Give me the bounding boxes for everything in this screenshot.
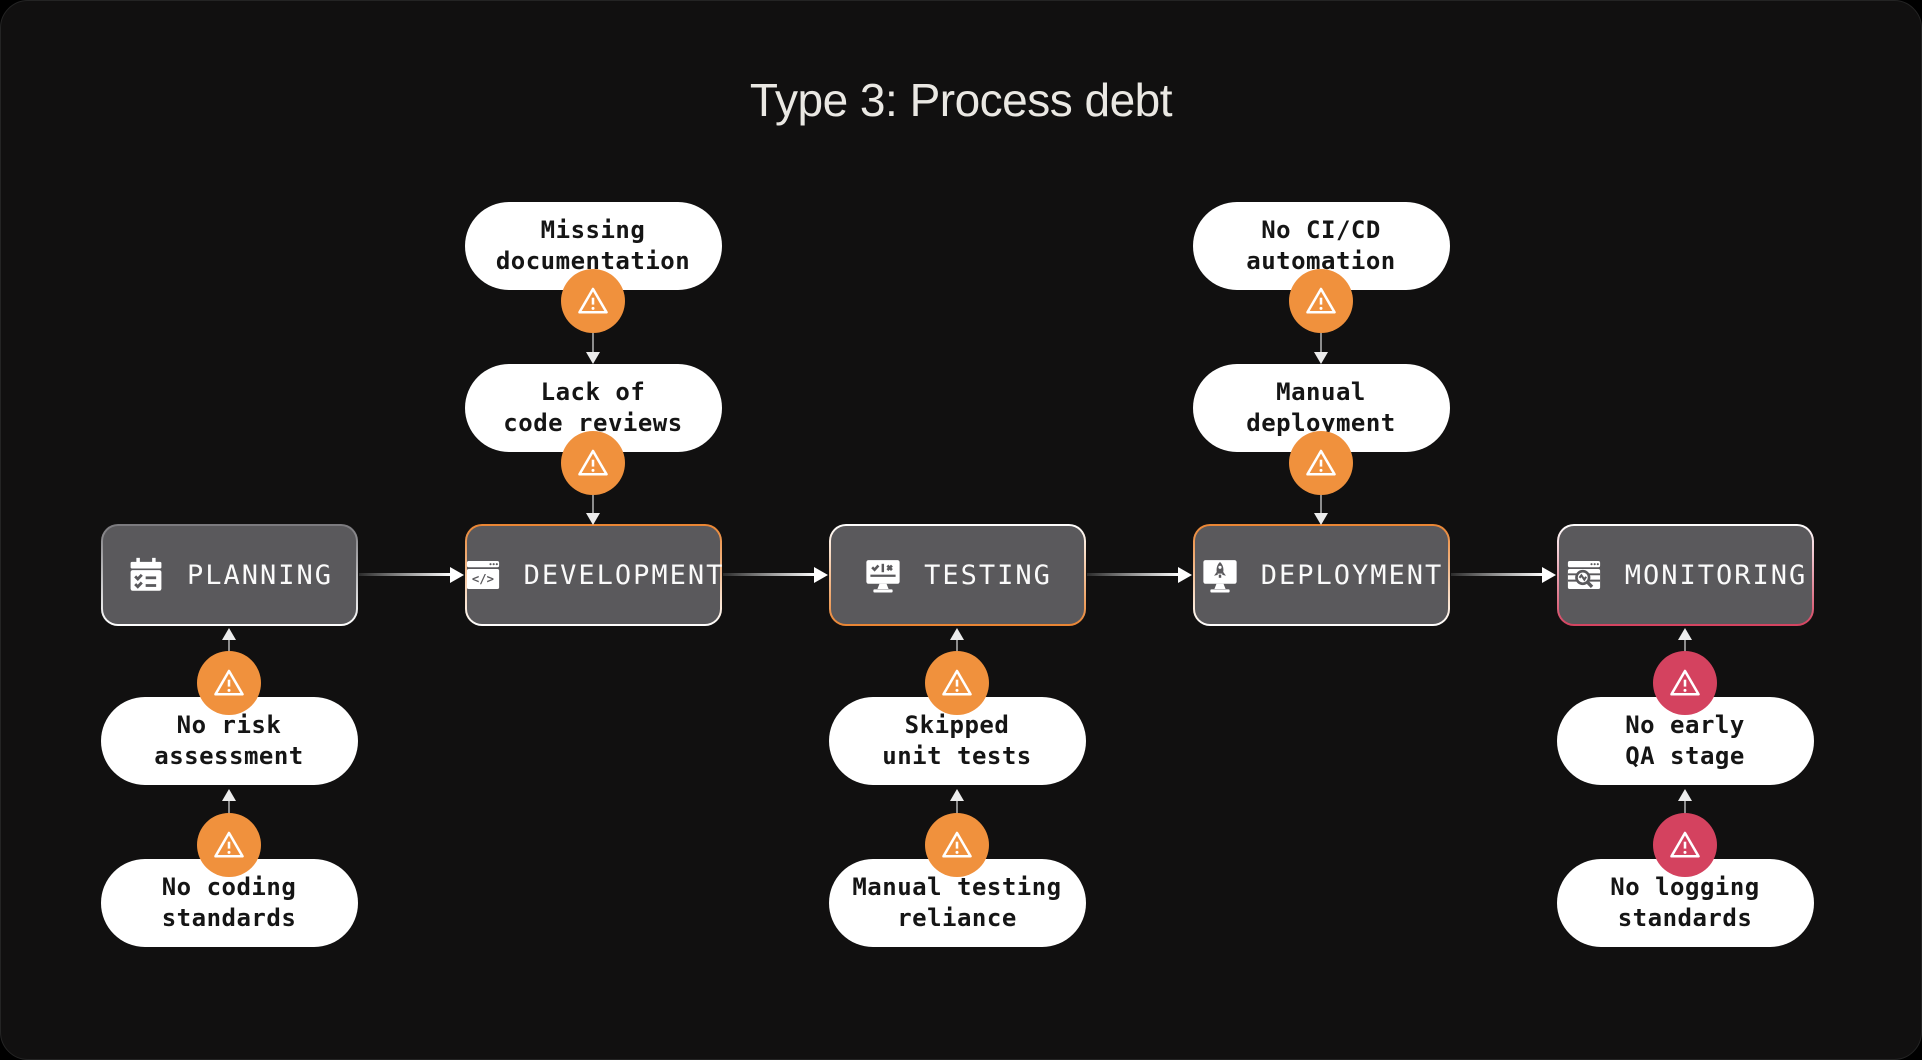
- issue-pill: No CI/CD automation: [1192, 202, 1450, 290]
- stage-box: </> DEVELOPMENT: [466, 526, 722, 624]
- issue-pill-label: Manual testing reliance: [852, 873, 1062, 932]
- warning-badge: [1289, 431, 1353, 495]
- svg-text:</>: </>: [472, 572, 494, 586]
- connector-line: [956, 799, 958, 815]
- issue-pill: Manual testing reliance: [828, 859, 1086, 947]
- warning-badge: [1653, 651, 1717, 715]
- stage-node-planning: PLANNING: [100, 524, 358, 626]
- connector-line: [228, 799, 230, 815]
- stage-box: PLANNING: [102, 526, 356, 624]
- warning-icon: [939, 827, 975, 863]
- arrowhead-right-icon: [1177, 567, 1192, 583]
- arrowhead-down-icon: [1314, 352, 1328, 364]
- stage-box: DEPLOYMENT: [1194, 526, 1448, 624]
- stage-box: MONITORING: [1558, 526, 1812, 624]
- connector-line: [1684, 799, 1686, 815]
- warning-icon: [1667, 665, 1703, 701]
- issue-pill-label: Manual deployment: [1246, 378, 1396, 437]
- stage-label: MONITORING: [1624, 559, 1808, 591]
- issue-pill: Skipped unit tests: [828, 697, 1086, 785]
- connector-line: [956, 638, 958, 653]
- warning-badge: [561, 269, 625, 333]
- stage-label: PLANNING: [186, 559, 334, 591]
- flow-arrow-line: [722, 573, 815, 576]
- arrowhead-up-icon: [222, 789, 236, 801]
- stage-node-deployment: DEPLOYMENT: [1192, 524, 1450, 626]
- issue-pill-label: No coding standards: [161, 873, 297, 932]
- connector-line: [1684, 638, 1686, 653]
- warning-badge: [197, 651, 261, 715]
- connector-line: [1320, 495, 1322, 514]
- issue-pill: Missing documentation: [464, 202, 722, 290]
- warning-badge: [1289, 269, 1353, 333]
- warning-icon: [1303, 283, 1339, 319]
- connector-line: [228, 638, 230, 653]
- window-code-icon: </>: [462, 554, 504, 596]
- arrowhead-up-icon: [1678, 789, 1692, 801]
- warning-badge: [197, 813, 261, 877]
- arrowhead-up-icon: [950, 789, 964, 801]
- issue-pill-label: Missing documentation: [495, 216, 691, 275]
- stage-box: TESTING: [830, 526, 1084, 624]
- arrowhead-down-icon: [1314, 513, 1328, 525]
- connector-line: [592, 333, 594, 353]
- warning-icon: [1303, 445, 1339, 481]
- warning-icon: [211, 665, 247, 701]
- stage-label: DEPLOYMENT: [1260, 559, 1444, 591]
- warning-badge: [1653, 813, 1717, 877]
- issue-pill-label: No logging standards: [1610, 873, 1760, 932]
- connector-line: [592, 495, 594, 514]
- arrowhead-down-icon: [586, 352, 600, 364]
- arrowhead-right-icon: [449, 567, 464, 583]
- issue-pill-label: No CI/CD automation: [1246, 216, 1396, 275]
- warning-icon: [939, 665, 975, 701]
- flow-arrow-line: [358, 573, 451, 576]
- issue-pill-label: No risk assessment: [154, 711, 304, 770]
- stage-node-monitoring: MONITORING: [1556, 524, 1814, 626]
- flow-arrow-line: [1450, 573, 1543, 576]
- issue-pill: No logging standards: [1556, 859, 1814, 947]
- stage-label: TESTING: [924, 559, 1052, 591]
- issue-pill-label: Skipped unit tests: [882, 711, 1032, 770]
- diagram-title: Type 3: Process debt: [749, 74, 1173, 126]
- warning-icon: [575, 283, 611, 319]
- flow-arrow-line: [1086, 573, 1179, 576]
- warning-icon: [575, 445, 611, 481]
- stage-node-testing: TESTING: [828, 524, 1086, 626]
- stage-label: DEVELOPMENT: [523, 559, 725, 591]
- arrowhead-up-icon: [950, 628, 964, 640]
- monitor-rocket-icon: [1199, 554, 1241, 596]
- arrowhead-down-icon: [586, 513, 600, 525]
- arrowhead-right-icon: [813, 567, 828, 583]
- arrowhead-up-icon: [222, 628, 236, 640]
- calendar-check-icon: [125, 554, 167, 596]
- window-search-icon: [1563, 554, 1605, 596]
- warning-icon: [1667, 827, 1703, 863]
- warning-icon: [211, 827, 247, 863]
- issue-pill-label: No early QA stage: [1625, 711, 1745, 770]
- arrowhead-right-icon: [1541, 567, 1556, 583]
- arrowhead-up-icon: [1678, 628, 1692, 640]
- connector-line: [1320, 333, 1322, 353]
- monitor-test-icon: [862, 554, 904, 596]
- warning-badge: [925, 651, 989, 715]
- issue-pill-label: Lack of code reviews: [503, 378, 683, 437]
- warning-badge: [925, 813, 989, 877]
- stage-node-development: </> DEVELOPMENT: [464, 524, 722, 626]
- warning-badge: [561, 431, 625, 495]
